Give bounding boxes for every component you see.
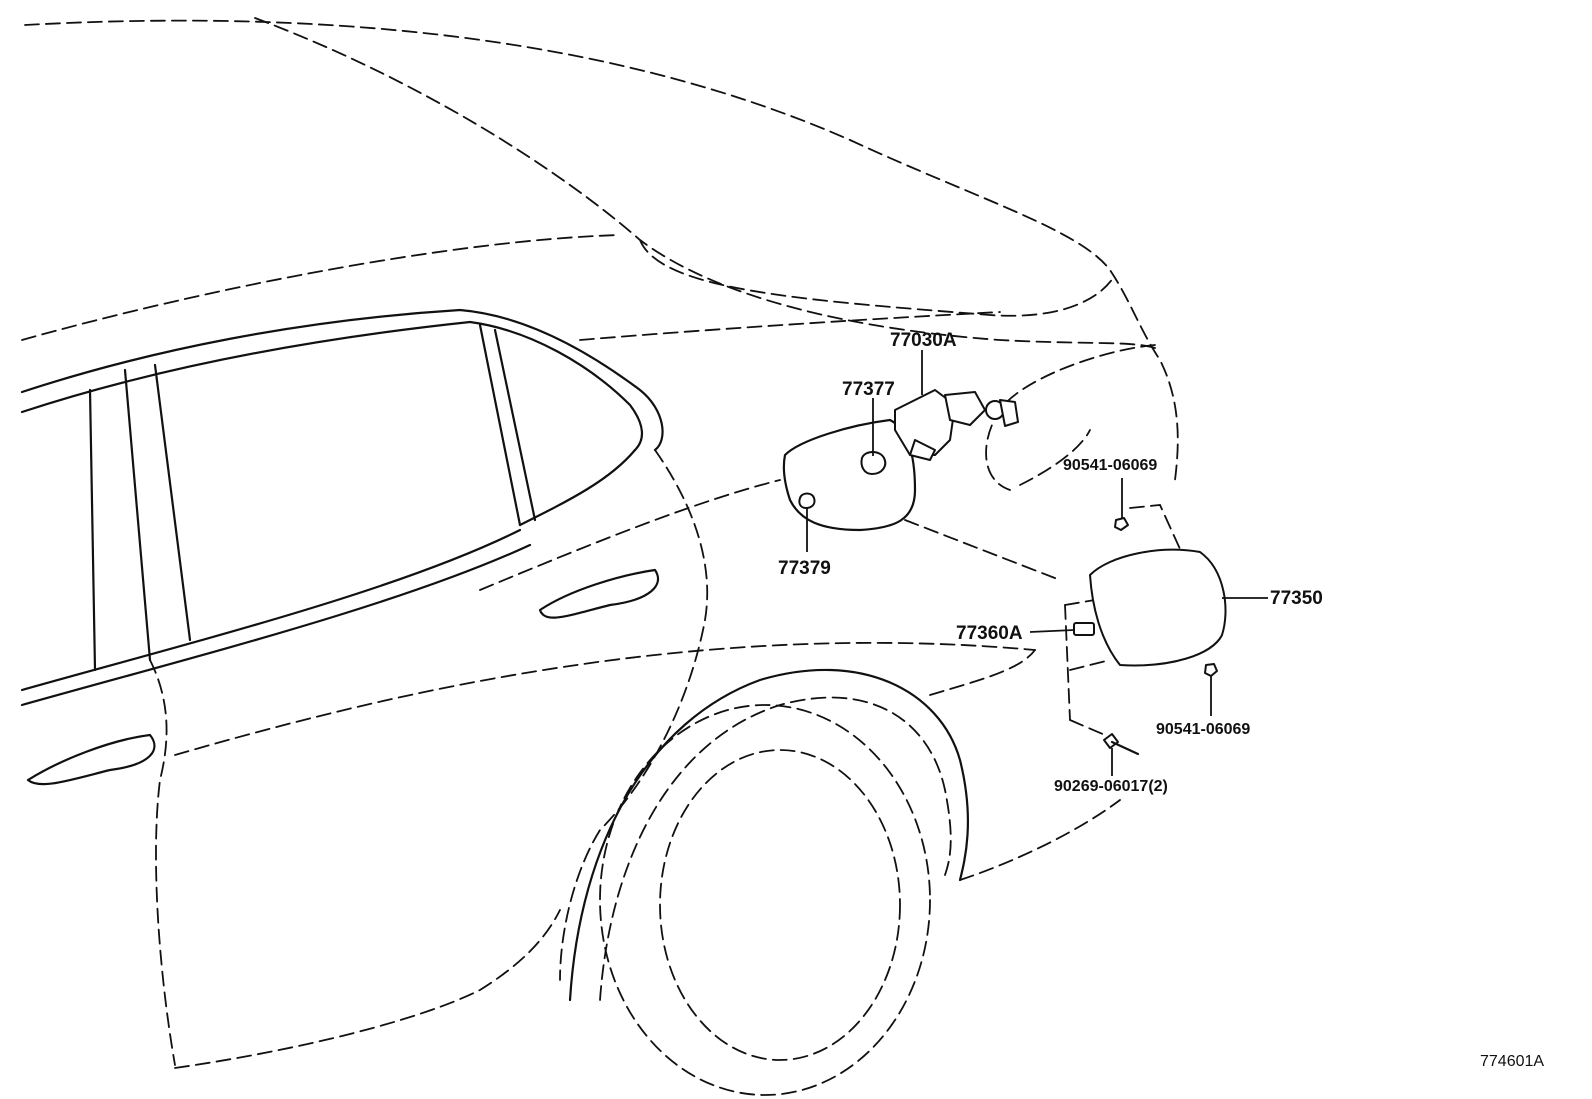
fuel-filler-housing: [782, 418, 1186, 736]
label-hinge: 77360A: [956, 623, 1023, 644]
fuel-lid: [1089, 548, 1227, 667]
label-rivet: 90269-06017(2): [1054, 778, 1168, 795]
nut-lower: [1204, 663, 1218, 677]
label-cushion: 77379: [778, 558, 831, 579]
hinge: [1073, 622, 1095, 636]
label-nut-lower: 90541-06069: [1156, 721, 1250, 738]
label-nut-upper: 90541-06069: [1063, 457, 1157, 474]
label-fuel-lid: 77350: [1270, 588, 1323, 609]
cushion: [798, 492, 816, 509]
rear-wheel: [568, 668, 969, 1096]
leader-lines: [806, 350, 1268, 776]
rivet: [1103, 733, 1140, 756]
fuel-lid-lock-assembly: [894, 389, 1019, 461]
car-body-outline: [20, 17, 1179, 1069]
label-lock-assembly: 77030A: [890, 330, 957, 351]
figure-reference: 774601A: [1480, 1053, 1544, 1070]
label-grommet: 77377: [842, 379, 895, 400]
nut-upper: [1114, 517, 1129, 531]
